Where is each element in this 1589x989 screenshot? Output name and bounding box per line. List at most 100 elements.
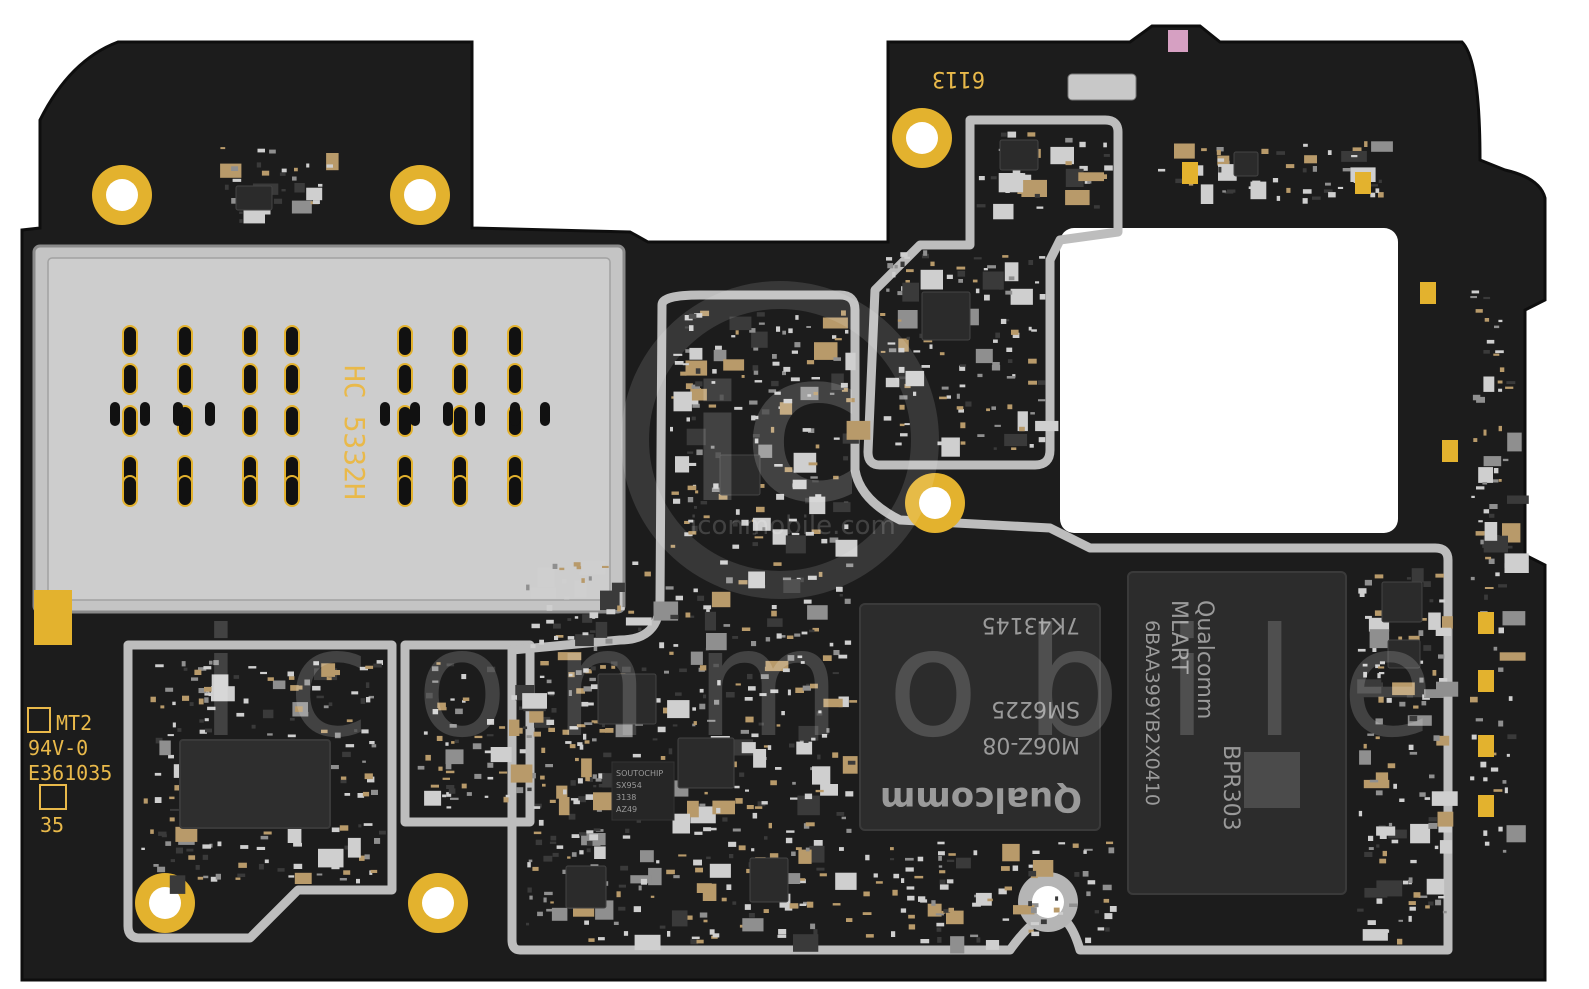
smd-part [990, 176, 997, 180]
smd-part [841, 388, 848, 392]
smd-part [1435, 627, 1452, 636]
smd-part [535, 803, 542, 808]
smd-part [992, 362, 1000, 366]
memory-line1: Qualcomm [1192, 600, 1217, 719]
smd-part [1408, 915, 1412, 922]
smd-part [756, 312, 765, 317]
smd-part [740, 729, 749, 734]
smd-part [788, 518, 797, 522]
smd-part [1426, 878, 1445, 895]
smd-part [1442, 910, 1447, 914]
smd-part [846, 420, 871, 440]
sim-slot [122, 363, 138, 395]
smd-part [687, 485, 697, 491]
smd-part [446, 806, 452, 809]
smd-part [579, 850, 584, 855]
smd-part [153, 864, 159, 867]
smd-part [1368, 847, 1374, 850]
smd-part [1438, 896, 1445, 899]
smd-part [281, 189, 286, 192]
ic-package [921, 291, 971, 341]
smd-part [281, 168, 287, 173]
smd-part [1409, 751, 1418, 755]
smd-part [1411, 568, 1424, 583]
smd-part [788, 328, 793, 334]
smd-part [1363, 743, 1367, 749]
smd-part [747, 673, 753, 680]
ic-package [1233, 151, 1259, 177]
smd-part [1367, 733, 1375, 736]
smd-part [294, 167, 298, 172]
smd-part [783, 366, 791, 372]
smd-part [844, 524, 849, 530]
smd-part [1504, 787, 1508, 794]
smd-part [1429, 599, 1434, 603]
smd-part [438, 707, 447, 711]
smd-part [170, 808, 179, 811]
smd-part [838, 696, 849, 708]
smd-part [721, 897, 727, 902]
smd-part [1012, 374, 1016, 378]
smd-part [535, 839, 543, 846]
smd-part [892, 889, 898, 896]
smd-part [672, 813, 690, 834]
smd-part [1050, 146, 1074, 165]
smd-part [773, 562, 782, 566]
smd-part [1002, 843, 1020, 862]
smd-part [1028, 870, 1037, 877]
smd-part [1484, 318, 1490, 322]
smd-part [1328, 192, 1336, 198]
smd-part [312, 685, 321, 691]
smd-part [674, 361, 684, 365]
smd-part [777, 934, 787, 938]
smd-part [744, 904, 751, 910]
smd-part [445, 763, 452, 770]
smd-part [973, 850, 978, 856]
smd-part [745, 716, 754, 723]
smd-part [432, 680, 439, 683]
smd-part [600, 590, 620, 611]
smd-part [939, 870, 946, 874]
smd-part [948, 907, 954, 913]
smd-part [668, 748, 673, 755]
tray-label: HC 5332H [338, 365, 371, 500]
test-pad [1355, 172, 1371, 194]
sim-slot [397, 475, 413, 507]
sim-slot [177, 363, 193, 395]
smd-part [841, 816, 846, 820]
mounting-holes [92, 108, 1078, 933]
smd-part [203, 875, 209, 879]
smd-part [887, 263, 894, 269]
smd-part [686, 417, 690, 422]
smd-part [977, 434, 985, 437]
smd-part [1276, 151, 1285, 155]
smd-part [257, 148, 265, 153]
smd-part [998, 888, 1007, 895]
smd-part [562, 579, 567, 584]
smd-part [442, 777, 450, 780]
smd-part [1078, 172, 1104, 182]
sim-slot [177, 475, 193, 507]
smd-part [1055, 896, 1059, 901]
sim-contact-slots [110, 325, 550, 507]
smd-part [691, 416, 696, 421]
smd-part [546, 908, 556, 912]
smd-part [291, 200, 312, 214]
smd-part [811, 529, 821, 534]
smd-part [1029, 444, 1034, 448]
smd-part [576, 724, 586, 728]
smd-part [797, 655, 803, 659]
smd-part [1378, 192, 1384, 198]
smd-part [684, 326, 690, 329]
smd-part [557, 652, 582, 661]
smd-part [792, 781, 796, 785]
smd-part [567, 636, 575, 640]
smd-part [812, 479, 819, 483]
sim-slot [242, 475, 258, 507]
watermark-large: iconmobile [200, 597, 1480, 771]
smd-part [1498, 826, 1503, 832]
smd-part [816, 867, 825, 871]
smd-part [772, 361, 780, 366]
smd-part [946, 859, 955, 862]
smd-part [220, 163, 242, 178]
